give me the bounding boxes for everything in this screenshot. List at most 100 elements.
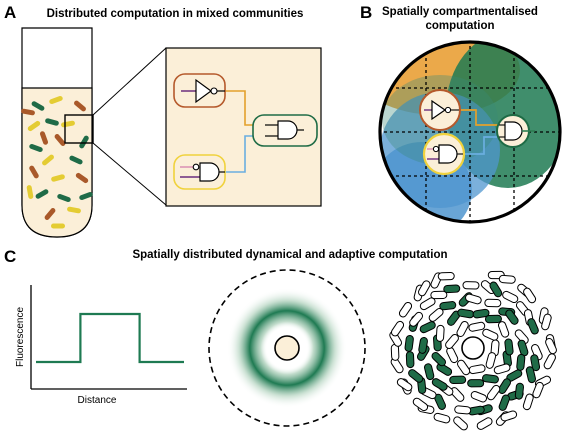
- bacterium-nonfluorescent: [454, 405, 472, 415]
- b-wire-not-to-and: [459, 109, 499, 126]
- bacterium-nonfluorescent: [523, 287, 537, 304]
- bacterium-nonfluorescent: [468, 321, 486, 332]
- bacterium-nonfluorescent: [456, 321, 469, 337]
- bacterium-fluorescent: [449, 375, 467, 385]
- zoom-region-box: [64, 114, 94, 144]
- not-gate-icon: [181, 78, 225, 104]
- bacterium-nonfluorescent: [396, 378, 413, 392]
- bacterium-fluorescent: [431, 351, 447, 367]
- bacterium-fluorescent: [516, 353, 526, 371]
- bacterium-fluorescent: [498, 378, 511, 394]
- bacterium-nonfluorescent: [497, 321, 510, 338]
- bacterium-fluorescent: [434, 393, 447, 410]
- bacterium-nonfluorescent: [486, 384, 501, 401]
- bacterium-fluorescent: [481, 374, 499, 384]
- bacterium-fluorescent: [530, 354, 541, 372]
- bacterium-nonfluorescent: [498, 274, 516, 284]
- and-gate-icon: [265, 120, 304, 140]
- bacterium-icon: [51, 174, 65, 182]
- bacterium-nonfluorescent: [476, 417, 493, 430]
- bacterium-icon: [67, 206, 81, 214]
- panel-c-label: C: [4, 247, 16, 266]
- bacterium-icon: [75, 172, 89, 184]
- bacterium-fluorescent: [439, 301, 457, 311]
- bacterium-fluorescent: [408, 369, 424, 383]
- bacterium-nonfluorescent: [398, 301, 413, 318]
- panel-c-title: Spatially distributed dynamical and adap…: [132, 249, 447, 261]
- bacterium-nonfluorescent: [470, 390, 488, 403]
- bacterium-icon: [49, 95, 63, 105]
- bacterium-nonfluorescent: [502, 290, 519, 304]
- bacterium-nonfluorescent: [541, 313, 552, 331]
- bacterium-nonfluorescent: [430, 290, 448, 300]
- bacterium-icon: [74, 100, 86, 112]
- spatial-dish: [378, 40, 562, 224]
- bacterium-fluorescent: [489, 281, 503, 298]
- bacterium-icon: [54, 134, 66, 146]
- bacterium-fluorescent: [498, 394, 510, 411]
- bacterium-icon: [29, 165, 39, 179]
- bacterium-icon: [69, 155, 83, 165]
- bacterium-nonfluorescent: [409, 311, 424, 327]
- bacterium-icon: [27, 120, 41, 132]
- not-gate-icon: [424, 99, 459, 121]
- panel-a-title: Distributed computation in mixed communi…: [47, 8, 304, 20]
- bacterium-fluorescent: [527, 318, 539, 335]
- bacterium-fluorescent: [405, 351, 415, 369]
- bacterium-nonfluorescent: [514, 329, 529, 345]
- bacterium-fluorescent: [514, 382, 525, 400]
- bacterium-icon: [51, 223, 65, 229]
- bacterium-nonfluorescent: [530, 344, 543, 361]
- fluorescence-ring-dish: [208, 269, 366, 427]
- plot-y-label: Fluorescence: [15, 307, 26, 367]
- bacterium-nonfluorescent: [482, 328, 499, 341]
- zoom-line-bottom: [92, 142, 167, 206]
- bacterium-nonfluorescent: [412, 397, 429, 412]
- bacterium-fluorescent: [424, 363, 435, 381]
- zoomed-circuit: [165, 47, 322, 207]
- bacterium-icon: [42, 154, 54, 166]
- panel-b-title-line1: Spatially compartmentalised: [382, 6, 538, 18]
- bacterium-nonfluorescent: [532, 381, 544, 399]
- fluorescence-profile-line: [36, 312, 184, 364]
- bacterium-icon: [21, 108, 35, 116]
- bacterium-icon: [44, 208, 56, 220]
- bacterium-icon: [79, 135, 89, 149]
- bacterium-icon: [39, 131, 49, 145]
- bacterium-nonfluorescent: [485, 352, 497, 369]
- bacterium-fluorescent: [431, 378, 448, 391]
- bacterium-icon: [31, 101, 45, 111]
- panel-b-title-line2: computation: [426, 20, 495, 32]
- bacterium-fluorescent: [418, 336, 428, 354]
- zoom-line-top: [92, 47, 167, 116]
- plot-x-label: Distance: [78, 395, 117, 406]
- bacterium-nonfluorescent: [390, 320, 405, 337]
- bacterium-nonfluorescent: [419, 297, 436, 311]
- bacterium-icon: [45, 118, 59, 126]
- bacterium-nonfluorescent: [468, 364, 486, 375]
- panel-b-label: B: [360, 3, 372, 22]
- bacterium-nonfluorescent: [462, 281, 480, 290]
- bacterium-fluorescent: [517, 339, 529, 357]
- nor-gate-icon: [180, 162, 225, 182]
- bacterium-nonfluorescent: [456, 359, 471, 376]
- bacterium-nonfluorescent: [543, 353, 556, 370]
- bacterium-fluorescent: [504, 338, 514, 356]
- cell-pattern: [389, 270, 557, 431]
- and-gate-icon: [499, 121, 535, 141]
- bacterium-nonfluorescent: [522, 393, 534, 411]
- bacterium-fluorescent: [525, 366, 536, 384]
- bacterium-fluorescent: [505, 309, 519, 325]
- bacterium-icon: [29, 143, 43, 153]
- bacterium-nonfluorescent: [453, 416, 468, 431]
- signal-source: [274, 335, 300, 361]
- bacterium-nonfluorescent: [446, 346, 459, 364]
- b-wire-nor-to-and: [463, 136, 499, 155]
- bacterium-fluorescent: [443, 284, 461, 294]
- test-tube: [21, 27, 94, 238]
- bacterium-fluorescent: [404, 334, 414, 352]
- fluorescence-plot: Fluorescence Distance: [15, 285, 187, 406]
- bacterium-fluorescent: [472, 308, 490, 319]
- bacterium-nonfluorescent: [465, 293, 482, 305]
